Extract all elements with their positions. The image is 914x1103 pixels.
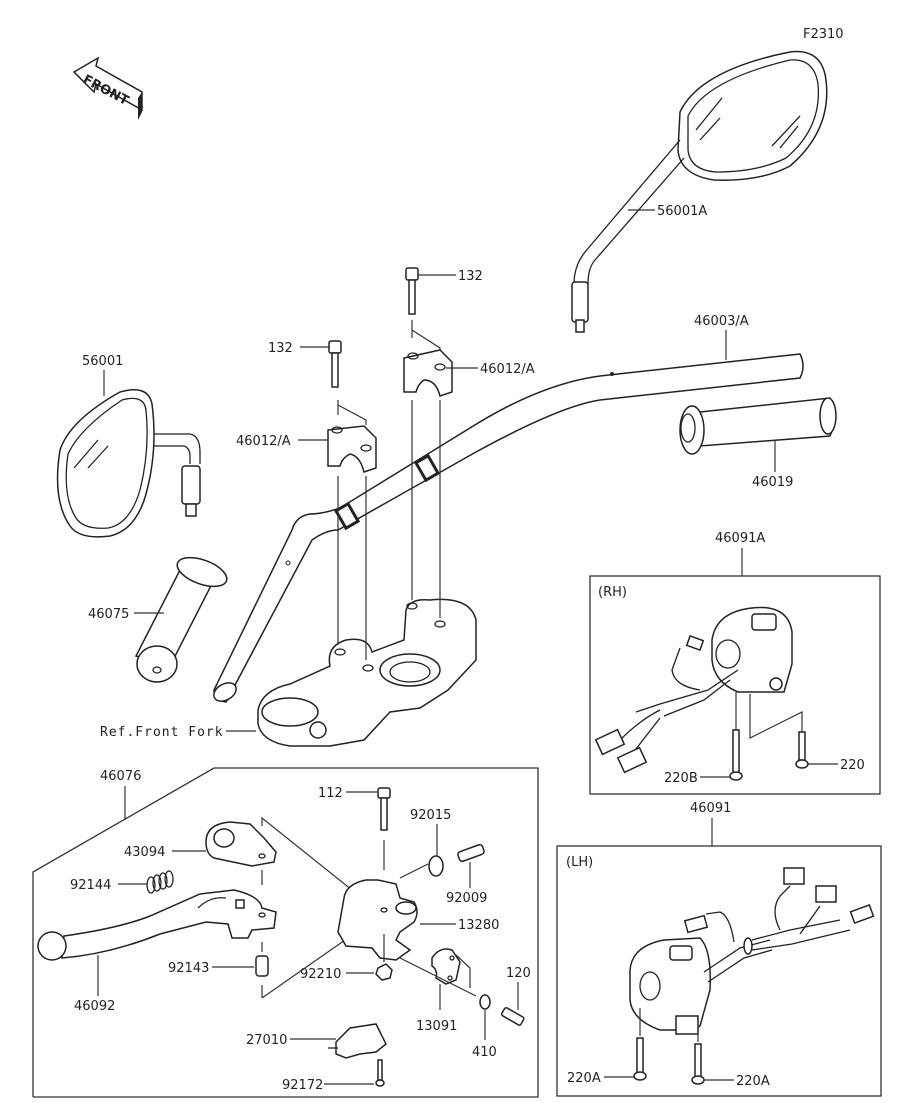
cable-adjuster[interactable] <box>457 843 485 863</box>
label-132-top: 132 <box>458 269 483 284</box>
diagram-code: F2310 <box>803 27 844 42</box>
label-27010: 27010 <box>246 1033 287 1048</box>
label-56001A: 56001A <box>657 204 707 219</box>
label-220: 220 <box>840 758 865 773</box>
brake-light-switch[interactable] <box>328 1023 387 1059</box>
adjuster-gear[interactable] <box>428 855 444 877</box>
throttle-grip-right[interactable] <box>679 397 837 455</box>
label-56001: 56001 <box>82 354 123 369</box>
rh-screw-220[interactable] <box>795 731 809 769</box>
bolt-132-top[interactable] <box>405 267 419 315</box>
front-fork-upper-clamp[interactable] <box>257 598 477 747</box>
label-92009: 92009 <box>446 891 487 906</box>
spring[interactable] <box>146 870 174 894</box>
label-46019: 46019 <box>752 475 793 490</box>
rh-handlebar-switch[interactable] <box>594 606 793 774</box>
washer[interactable] <box>479 994 491 1010</box>
collar[interactable] <box>255 955 269 977</box>
label-rh: (RH) <box>598 585 627 600</box>
label-46092: 46092 <box>74 999 115 1014</box>
lh-screw-220A-2[interactable] <box>691 1043 705 1085</box>
lever-assembly-box <box>32 767 539 1098</box>
label-132-left: 132 <box>268 341 293 356</box>
label-46076: 46076 <box>100 769 141 784</box>
label-46003A: 46003/A <box>694 314 749 329</box>
adjuster-plate[interactable] <box>205 821 277 867</box>
label-410: 410 <box>472 1045 497 1060</box>
rh-switch-box <box>589 575 881 795</box>
label-46091A: 46091A <box>715 531 765 546</box>
front-arrow-icon: FRONT <box>72 56 143 120</box>
rh-screw-220B[interactable] <box>729 729 743 781</box>
clamp[interactable] <box>431 948 461 985</box>
grip-left[interactable] <box>134 552 231 683</box>
handlebar-holder-right[interactable] <box>403 349 453 397</box>
label-220A-2: 220A <box>736 1074 770 1089</box>
label-46075: 46075 <box>88 607 129 622</box>
bolt-132-left[interactable] <box>328 340 342 388</box>
brake-lever[interactable] <box>37 889 277 961</box>
label-220B: 220B <box>664 771 698 786</box>
label-ref-front-fork: Ref.Front Fork <box>100 725 224 740</box>
label-lh: (LH) <box>566 855 593 870</box>
lh-screw-220A-1[interactable] <box>633 1037 647 1081</box>
screw-92172[interactable] <box>375 1059 385 1087</box>
label-43094: 43094 <box>124 845 165 860</box>
label-92210: 92210 <box>300 967 341 982</box>
mirror-right[interactable] <box>571 50 828 333</box>
mirror-left[interactable] <box>56 389 201 538</box>
label-92143: 92143 <box>168 961 209 976</box>
label-13091: 13091 <box>416 1019 457 1034</box>
label-13280: 13280 <box>458 918 499 933</box>
label-112: 112 <box>318 786 343 801</box>
nut[interactable] <box>375 963 393 981</box>
bolt-112[interactable] <box>377 787 391 831</box>
label-92015: 92015 <box>410 808 451 823</box>
lh-switch-box <box>556 845 882 1097</box>
label-120: 120 <box>506 966 531 981</box>
label-46091: 46091 <box>690 801 731 816</box>
bolt-120[interactable] <box>500 1007 525 1026</box>
label-46012A-right: 46012/A <box>480 362 535 377</box>
handlebar[interactable] <box>211 353 804 705</box>
label-92144: 92144 <box>70 878 111 893</box>
lh-handlebar-switch[interactable] <box>629 867 875 1035</box>
label-46012A-left: 46012/A <box>236 434 291 449</box>
label-220A-1: 220A <box>567 1071 601 1086</box>
lever-holder[interactable] <box>337 863 429 961</box>
handlebar-holder-left[interactable] <box>327 425 377 473</box>
label-92172: 92172 <box>282 1078 323 1093</box>
